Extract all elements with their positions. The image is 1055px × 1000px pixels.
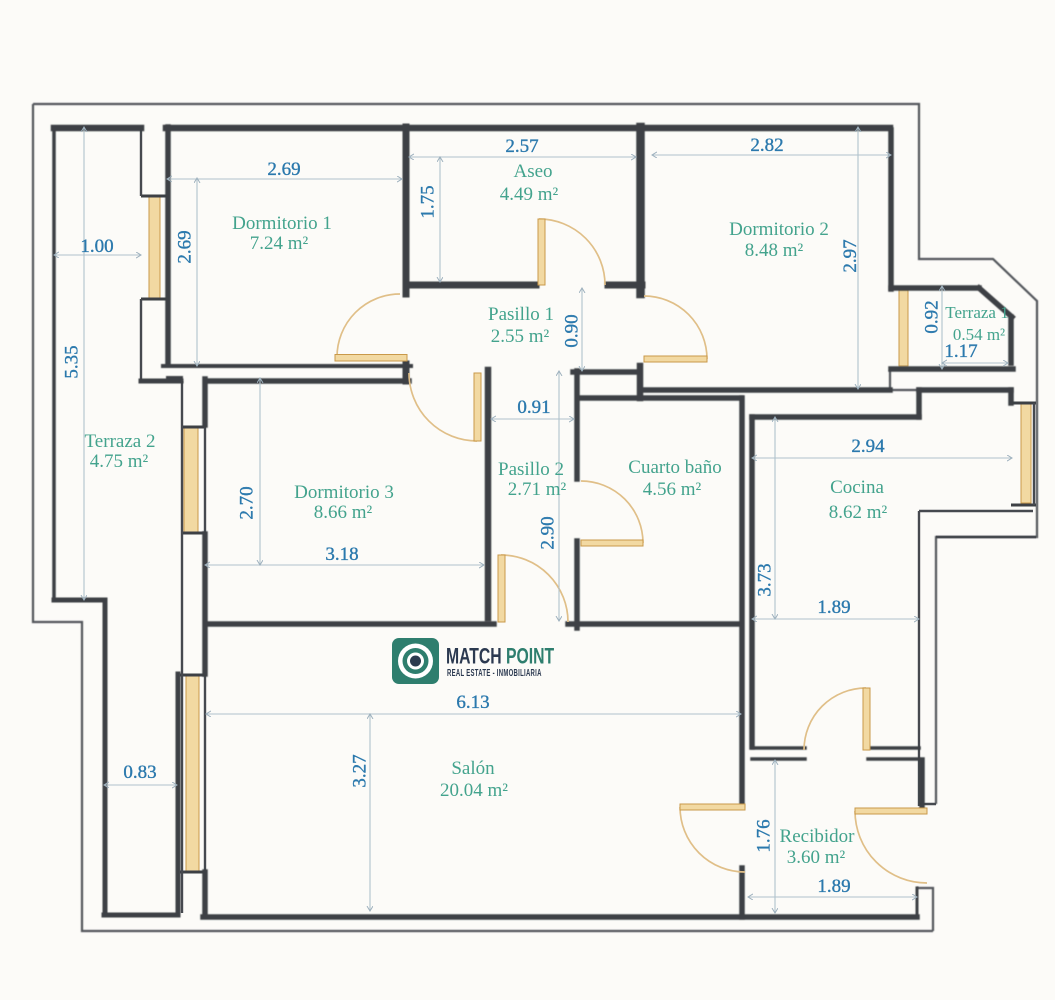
- svg-text:REAL ESTATE - INMOBILIARIA: REAL ESTATE - INMOBILIARIA: [447, 666, 542, 678]
- svg-text:Salón: Salón: [451, 758, 495, 779]
- svg-text:Recibidor: Recibidor: [780, 826, 856, 847]
- svg-text:Cocina: Cocina: [830, 477, 884, 498]
- svg-text:Terraza 1: Terraza 1: [945, 303, 1008, 322]
- svg-text:1.89: 1.89: [817, 597, 850, 618]
- svg-text:2.70: 2.70: [237, 486, 258, 519]
- svg-text:3.18: 3.18: [325, 544, 358, 565]
- svg-text:0.92: 0.92: [922, 300, 943, 333]
- svg-text:2.94: 2.94: [851, 436, 885, 457]
- svg-text:Aseo: Aseo: [513, 161, 552, 182]
- svg-text:0.54 m²: 0.54 m²: [953, 325, 1005, 344]
- svg-text:3.73: 3.73: [755, 563, 776, 596]
- svg-text:Pasillo 1: Pasillo 1: [488, 304, 554, 325]
- svg-text:2.55 m²: 2.55 m²: [491, 326, 550, 347]
- svg-text:MATCH POINT: MATCH POINT: [446, 644, 554, 669]
- svg-text:2.69: 2.69: [267, 159, 300, 180]
- svg-text:0.83: 0.83: [123, 762, 156, 783]
- svg-text:1.17: 1.17: [944, 341, 977, 362]
- svg-text:Dormitorio 2: Dormitorio 2: [729, 219, 829, 240]
- svg-text:Dormitorio 3: Dormitorio 3: [294, 482, 394, 503]
- svg-text:6.13: 6.13: [456, 692, 489, 713]
- svg-text:7.24 m²: 7.24 m²: [250, 233, 309, 254]
- svg-text:1.00: 1.00: [80, 236, 113, 257]
- svg-text:1.75: 1.75: [418, 185, 439, 218]
- svg-text:Cuarto baño: Cuarto baño: [628, 457, 721, 478]
- svg-text:2.82: 2.82: [750, 135, 783, 156]
- svg-text:2.90: 2.90: [538, 516, 559, 549]
- svg-text:4.56 m²: 4.56 m²: [643, 479, 702, 500]
- svg-text:2.57: 2.57: [505, 136, 538, 157]
- svg-text:0.90: 0.90: [562, 314, 583, 347]
- svg-text:Terraza 2: Terraza 2: [85, 431, 156, 452]
- svg-text:Pasillo 2: Pasillo 2: [498, 459, 564, 480]
- svg-text:4.49 m²: 4.49 m²: [500, 184, 559, 205]
- svg-text:Dormitorio 1: Dormitorio 1: [232, 213, 332, 234]
- svg-text:0.91: 0.91: [517, 397, 550, 418]
- svg-text:4.75 m²: 4.75 m²: [90, 451, 149, 472]
- svg-text:2.97: 2.97: [840, 239, 861, 272]
- svg-text:3.27: 3.27: [350, 754, 371, 787]
- svg-text:2.71 m²: 2.71 m²: [508, 479, 567, 500]
- svg-text:8.62 m²: 8.62 m²: [829, 502, 888, 523]
- svg-text:8.48 m²: 8.48 m²: [745, 240, 804, 261]
- svg-text:1.89: 1.89: [817, 876, 850, 897]
- svg-text:3.60 m²: 3.60 m²: [787, 847, 846, 868]
- svg-text:8.66 m²: 8.66 m²: [314, 502, 373, 523]
- svg-text:20.04 m²: 20.04 m²: [440, 780, 508, 801]
- svg-text:5.35: 5.35: [62, 345, 83, 378]
- svg-text:2.69: 2.69: [175, 230, 196, 263]
- svg-text:1.76: 1.76: [754, 819, 775, 852]
